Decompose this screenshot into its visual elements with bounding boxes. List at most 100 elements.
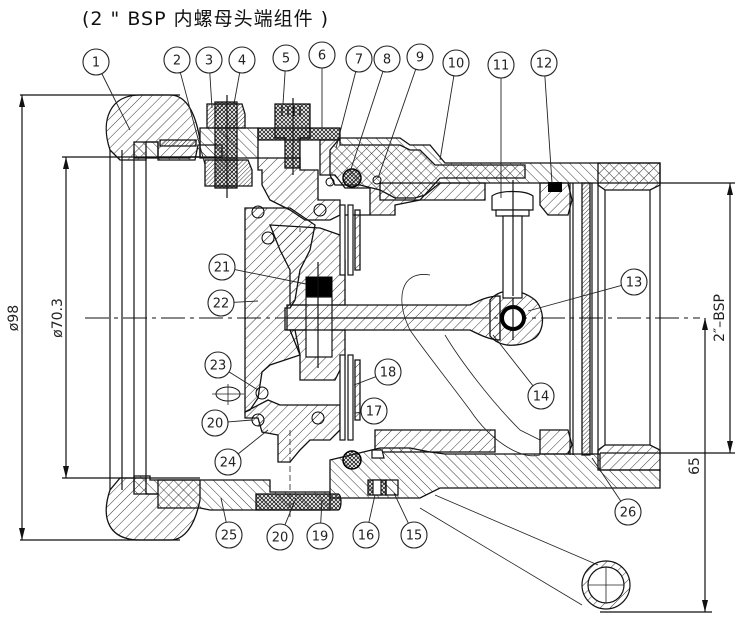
leader-line: [209, 72, 213, 109]
balloon-circle: [215, 521, 243, 549]
part-20-o-ring-d: [251, 413, 265, 427]
balloon-number: 14: [533, 390, 550, 405]
balloon-circle: [306, 522, 334, 550]
balloon-number: 16: [358, 529, 375, 544]
balloon-circle: [345, 45, 373, 73]
leader-line: [492, 334, 534, 387]
leader-line: [228, 371, 259, 391]
leader-line: [101, 73, 131, 131]
leader-line: [349, 71, 384, 173]
balloon-circle: [487, 51, 515, 79]
part-balloon-11: 11: [487, 51, 515, 198]
leader-line: [377, 69, 417, 179]
balloon-circle: [208, 253, 236, 281]
balloon-circle: [374, 358, 402, 386]
pin-hole-symbol: [212, 384, 244, 405]
balloon-circle: [201, 409, 229, 437]
balloon-number: 12: [536, 57, 553, 72]
balloon-number: 23: [210, 359, 227, 374]
part-balloon-12: 12: [530, 49, 558, 184]
part-balloon-24: 24: [214, 429, 269, 476]
balloon-number: 7: [355, 53, 363, 68]
balloon-number: 19: [312, 530, 329, 545]
leader-line: [393, 492, 409, 524]
cam-handle: [419, 494, 631, 610]
balloon-number: 4: [238, 54, 246, 69]
balloon-number: 9: [416, 51, 424, 66]
part-balloon-23: 23: [204, 351, 259, 391]
balloon-number: 22: [213, 297, 230, 312]
leader-line: [439, 75, 455, 161]
part-16-screw-slot: [372, 479, 382, 496]
leader-line: [220, 497, 227, 523]
balloon-number: 17: [366, 405, 383, 420]
leader-line: [544, 75, 553, 184]
part-9-o-ring: [372, 175, 382, 185]
balloon-circle: [207, 289, 235, 317]
part-balloon-13: 13: [527, 268, 648, 312]
seal-strip-top: [159, 139, 197, 147]
part-9-groove-bottom: [371, 449, 385, 459]
part-14-cam-lever-bottom: [374, 429, 496, 453]
balloon-circle: [360, 397, 388, 425]
part-balloon-19: 19: [306, 499, 334, 550]
balloon-number: 2: [173, 54, 181, 69]
leader-line: [591, 457, 622, 502]
leader-line: [234, 269, 307, 285]
balloon-circle: [204, 351, 232, 379]
part-20-o-ring-e: [311, 411, 325, 425]
outer-diameter-label: ø98: [6, 305, 22, 331]
balloon-circle: [527, 382, 555, 410]
part-14-cam-arm-outline: [401, 274, 541, 457]
part-balloon-3: 3: [195, 46, 223, 109]
leader-line: [354, 411, 362, 414]
part-14-cam-arm-inner: [444, 334, 541, 441]
part-balloon-16: 16: [352, 494, 380, 549]
part-4-lower-nut: [204, 159, 253, 187]
balloon-number: 26: [620, 506, 637, 521]
leader-line: [237, 429, 269, 455]
part-24-disc-lower: [244, 399, 341, 463]
balloon-circle: [373, 45, 401, 73]
part-12-seal-top: [548, 182, 562, 192]
part-23-o-ring: [255, 386, 269, 400]
balloon-number: 20: [272, 531, 289, 546]
part-balloon-26: 26: [591, 457, 642, 526]
part-balloon-2: 2: [163, 46, 206, 166]
part-balloon-7: 7: [335, 45, 373, 149]
part-12-seal-block-bottom: [539, 429, 573, 455]
part-balloon-5: 5: [272, 44, 300, 105]
balloon-number: 24: [220, 456, 237, 471]
leader-line: [179, 72, 206, 166]
balloon-circle: [214, 448, 242, 476]
balloon-circle: [614, 498, 642, 526]
leader-line: [233, 72, 241, 105]
part-balloon-6: 6: [308, 41, 336, 128]
balloon-number: 25: [221, 529, 238, 544]
balloon-circle: [82, 48, 110, 76]
balloon-circle: [400, 521, 428, 549]
part-10-housing-sleeve: [379, 182, 486, 201]
balloon-number: 1: [92, 56, 100, 71]
part-balloon-20b: 20: [266, 497, 297, 551]
balloon-number: 3: [205, 54, 213, 69]
balloon-number: 11: [493, 59, 510, 74]
part-8-o-ring-bottom: [342, 450, 362, 470]
part-balloon-21: 21: [208, 253, 307, 285]
drawing-title: (2 " BSP 内螺母头端组件 ): [82, 8, 330, 30]
balloon-number: 5: [282, 52, 290, 67]
part-balloon-18: 18: [353, 358, 402, 386]
balloon-number: 8: [383, 53, 391, 68]
leader-line: [527, 284, 622, 312]
balloon-circle: [163, 46, 191, 74]
leader-line: [284, 497, 297, 526]
balloon-circle: [195, 46, 223, 74]
part-balloon-10: 10: [439, 49, 470, 161]
balloon-number: 15: [406, 529, 423, 544]
leader-line: [320, 499, 323, 524]
part-20-o-ring-a: [251, 205, 265, 219]
part-10-thread-top: [597, 162, 661, 191]
part-balloon-4: 4: [228, 46, 256, 105]
part-balloon-8: 8: [349, 45, 401, 173]
